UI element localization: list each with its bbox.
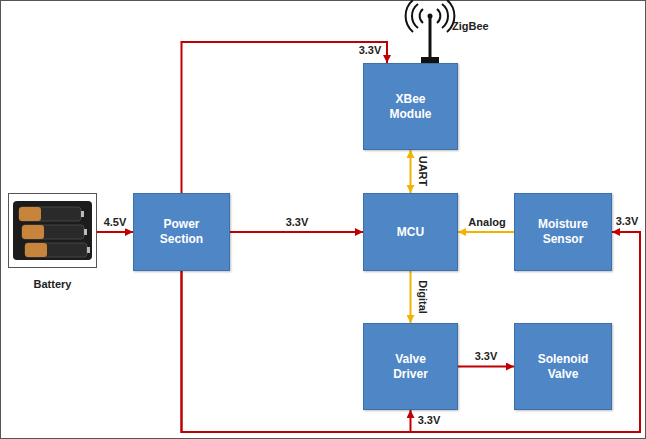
signal-label: Digital — [416, 279, 429, 315]
connector — [97, 231, 133, 233]
connector — [182, 42, 388, 193]
signal-label: 3.3V — [615, 215, 640, 228]
process-box: Valve Driver — [363, 323, 458, 410]
connector — [230, 231, 363, 233]
process-box: XBee Module — [363, 63, 458, 150]
signal-label: 3.3V — [358, 44, 383, 57]
antenna-symbol — [406, 0, 455, 63]
node-label: Valve Driver — [379, 352, 443, 382]
connector — [410, 271, 412, 323]
process-box: MCU — [363, 193, 458, 271]
process-box: Solenoid Valve — [514, 323, 612, 410]
signal-label: UART — [416, 155, 429, 188]
connector — [458, 231, 514, 233]
signal-label: 3.3V — [285, 216, 310, 229]
process-box: Power Section — [133, 193, 230, 271]
node-label: Power Section — [150, 217, 214, 247]
node-label: XBee Module — [379, 92, 443, 122]
node-label: Battery — [34, 278, 72, 290]
node-label: Solenoid Valve — [531, 352, 595, 382]
signal-label: 3.3V — [474, 350, 499, 363]
connector — [410, 150, 412, 193]
node-label: Moisture Sensor — [531, 217, 595, 247]
signal-label: 3.3V — [417, 414, 442, 427]
battery-illustration — [8, 193, 97, 268]
node-label: MCU — [379, 225, 443, 240]
radio-label: ZigBee — [452, 20, 489, 32]
signal-label: 4.5V — [103, 216, 128, 229]
connector — [458, 366, 514, 368]
signal-label: Analog — [467, 216, 506, 229]
battery-picture: Battery — [8, 193, 97, 290]
process-box: Moisture Sensor — [514, 193, 612, 271]
